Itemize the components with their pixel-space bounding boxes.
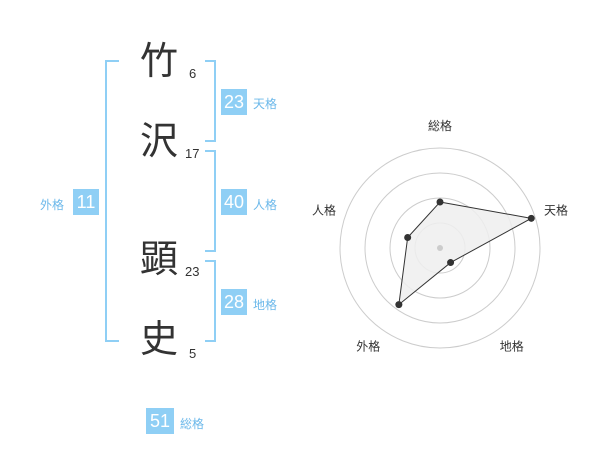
tenkaku-badge: 23 [221, 89, 247, 115]
stroke-count-3: 23 [185, 264, 200, 279]
stroke-count-1: 6 [189, 66, 197, 81]
radar-axis-label-3: 地格 [500, 339, 524, 354]
radar-point-1 [436, 198, 444, 206]
radar-center [437, 245, 443, 251]
stroke-count-2: 17 [185, 146, 200, 161]
chikaku-bracket [205, 260, 216, 342]
gaikaku-label: 外格 [40, 198, 65, 212]
chikaku-label: 地格 [253, 298, 278, 312]
radar-area [398, 201, 533, 306]
radar-point-5 [404, 233, 412, 241]
name-char-4: 史 [140, 317, 179, 361]
name-char-3: 顕 [140, 237, 179, 281]
jinkaku-bracket [205, 150, 216, 252]
radar-axis-label-1: 総格 [428, 118, 452, 133]
radar-ring [339, 147, 541, 349]
radar-axis-label-5: 人格 [312, 202, 336, 217]
gaikaku-bracket [105, 60, 119, 342]
soukaku-label: 総格 [180, 417, 205, 431]
gaikaku-badge: 11 [73, 189, 99, 215]
jinkaku-badge: 40 [221, 189, 247, 215]
radar-ring [364, 172, 516, 324]
radar-point-2 [527, 214, 535, 222]
radar-axis-label-4: 外格 [356, 339, 380, 354]
radar-axis-label-2: 天格 [544, 202, 568, 217]
tenkaku-label: 天格 [253, 97, 278, 111]
radar-ring [389, 197, 491, 299]
jinkaku-label: 人格 [253, 198, 278, 212]
radar-point-4 [395, 301, 403, 309]
name-char-1: 竹 [140, 39, 179, 83]
radar-point-3 [447, 259, 455, 267]
name-char-2: 沢 [140, 119, 179, 163]
soukaku-badge: 51 [146, 408, 174, 434]
stroke-count-4: 5 [189, 346, 197, 361]
chikaku-badge: 28 [221, 289, 247, 315]
tenkaku-bracket [205, 60, 216, 142]
